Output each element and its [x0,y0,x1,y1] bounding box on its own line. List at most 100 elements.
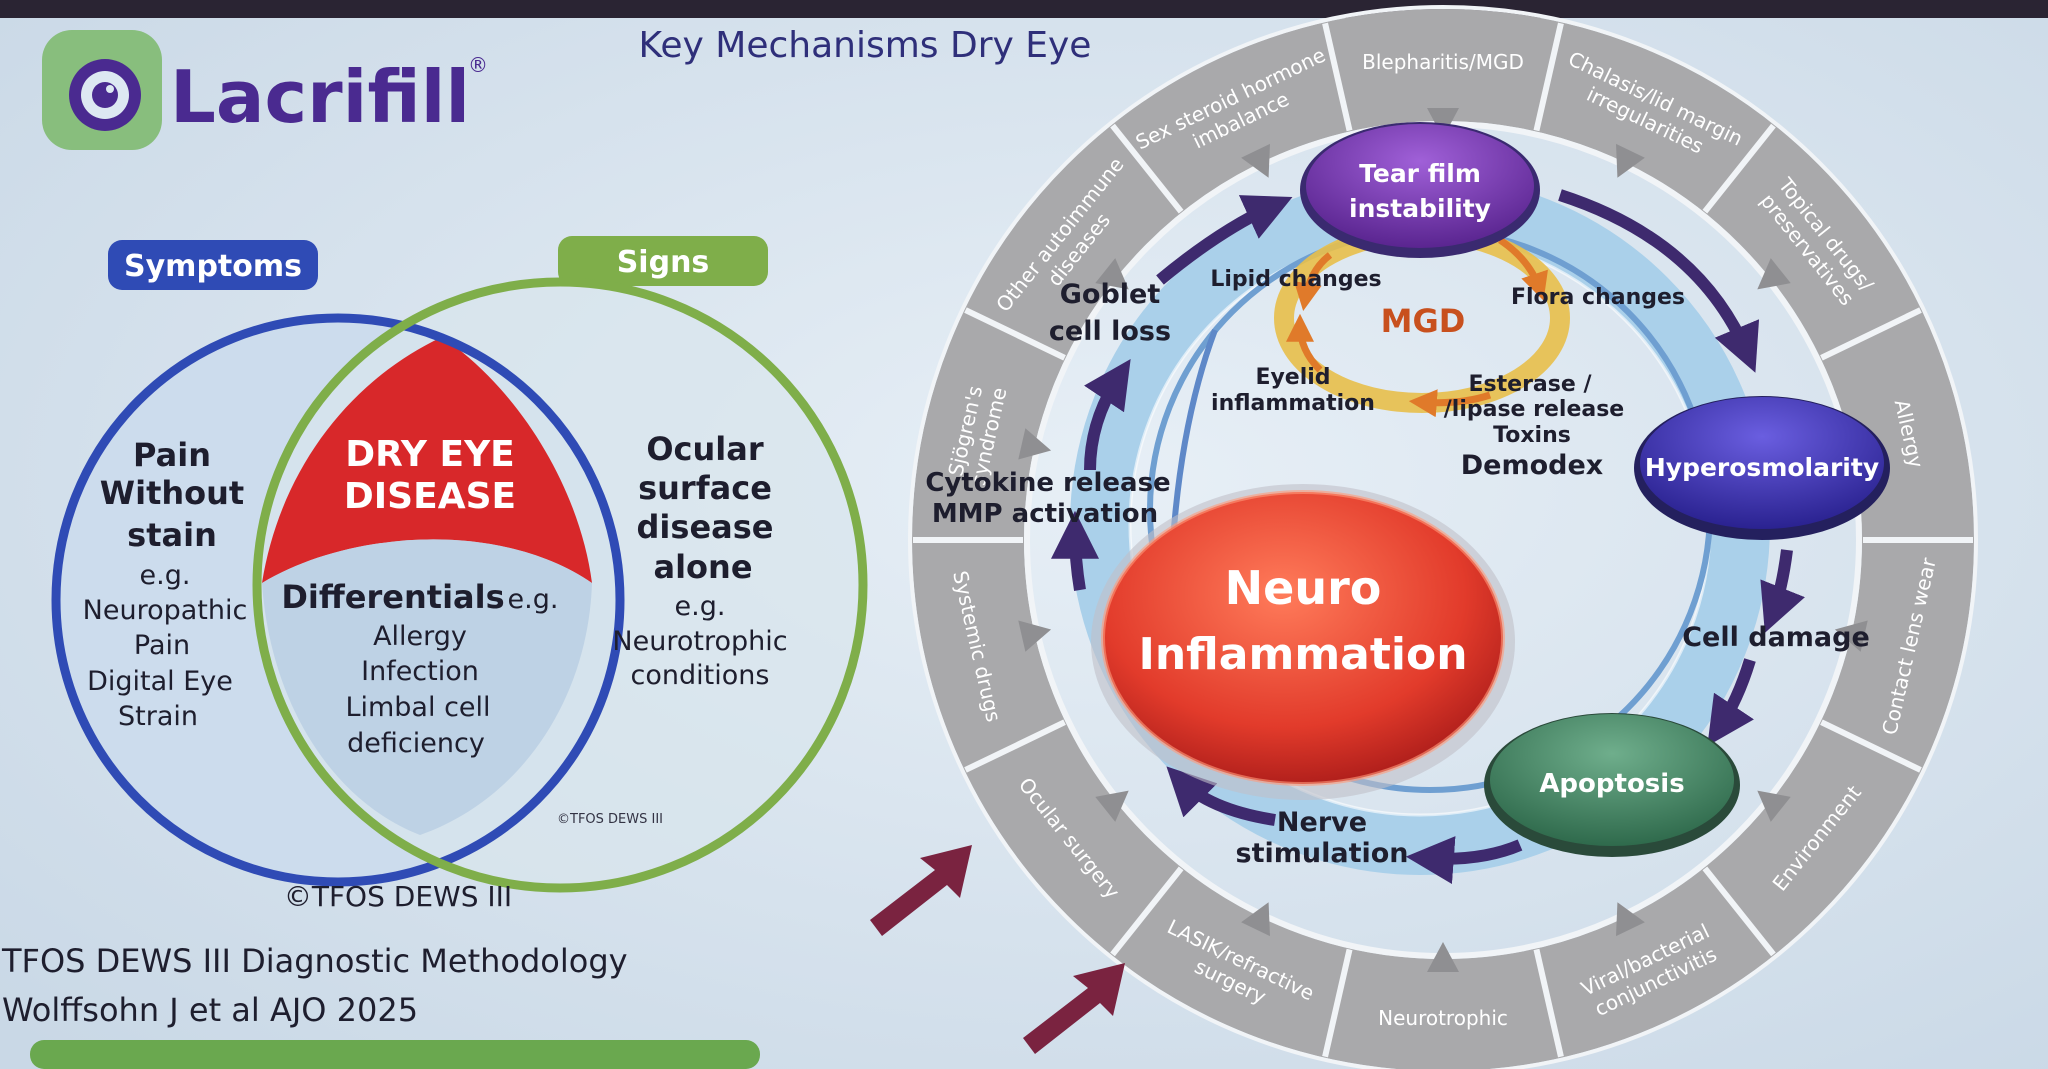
dry-eye-heading-line: DRY EYE [345,434,515,475]
ring-divider [1110,123,1184,214]
ocular-heading-line: disease [637,508,774,546]
arrow-apoptosis-to-nerve [1405,836,1523,885]
signs-circle-outline [252,277,868,893]
signs-example-line: conditions [631,660,770,691]
cycle-arrows [1051,189,1805,885]
dry-eye-heading-line: DISEASE [344,476,516,517]
outer-ring-arrows [1018,108,1868,972]
differential-item: Allergy [373,621,467,652]
outer-ring-dividers [913,22,1973,1058]
eyelid-label-line: Eyelid [1255,365,1330,390]
symptoms-circle-outline [51,313,625,887]
ring-inward-arrow [1427,942,1459,972]
neuro-label-line: Inflammation [1138,629,1467,680]
nerve-label-line: stimulation [1236,838,1409,869]
neuro-inflammation-node: Neuro Inflammation [1091,484,1515,800]
eyelid-label-line: inflammation [1211,391,1375,416]
ring-inward-arrow [1018,620,1052,652]
venn-small-copyright: ©TFOS DEWS III [557,812,663,827]
nerve-label-line: Nerve [1277,807,1367,838]
arrow-tear-to-hyper [1558,189,1760,373]
eye-logo-icon [69,59,141,131]
cycle-step-labels: Goblet cell loss Cell damage Nerve stimu… [925,279,1869,869]
arrow-nerve-to-neuro [1166,766,1276,826]
flora-changes-label: Flora changes [1511,285,1685,310]
ring-divider [1820,719,1922,773]
ring-inward-arrow [1241,143,1270,178]
ring-inward-arrow [1616,902,1645,937]
tear-film-label-line: Tear film [1359,159,1481,188]
ocular-heading-line: alone [653,548,752,586]
pain-heading-line: Pain [133,436,211,474]
differentials-heading: Differentials [281,578,504,616]
ring-divider [1533,948,1564,1058]
signs-tag: Signs [558,236,768,286]
differentials-text: Differentials e.g. Allergy Infection Lim… [281,578,558,759]
logo-registered-mark: ® [468,53,488,77]
symptoms-example-line: Digital Eye [87,666,233,697]
ring-divider [964,719,1066,773]
copyright-line: ©TFOS DEWS III [284,880,512,913]
cytokine-label-line: Cytokine release [925,468,1170,498]
signs-tag-label: Signs [617,245,710,280]
logo-brand-text: Lacrifill [170,55,470,139]
arrow-hyper-to-celldamage [1760,549,1805,633]
arrow-goblet-to-tear [1156,195,1293,285]
apoptosis-node: Apoptosis [1484,713,1740,857]
ring-inward-arrow [1757,258,1791,290]
differentials-region [262,539,592,835]
ring-inward-arrow [1757,790,1791,822]
differential-item: deficiency [347,728,485,759]
apoptosis-label: Apoptosis [1539,769,1684,799]
cell-damage-label: Cell damage [1682,622,1870,653]
dry-eye-disease-region [262,337,592,583]
ring-divider [964,307,1066,361]
ring-inward-arrow [1427,108,1459,138]
symptoms-example-line: e.g. [140,560,191,591]
mgd-ring-arrows [1286,237,1548,418]
outer-ring-outer-edge [908,5,1978,1069]
symptoms-example-line: Neuropathic [83,595,248,626]
pain-heading-line: stain [127,516,217,554]
pointer-arrows [870,845,1125,1054]
pain-heading-line: Without [100,474,244,512]
lipid-changes-label: Lipid changes [1210,267,1381,292]
ring-inward-arrow [1095,258,1129,290]
symptoms-only-text: Pain Without stain e.g. Neuropathic Pain… [83,436,248,732]
ring-label: Neurotrophic [1378,1006,1508,1030]
symptoms-example-line: Pain [134,630,190,661]
bottom-green-bar [30,1040,760,1069]
differential-item: Limbal cell [345,692,490,723]
ring-inward-arrow [1018,428,1052,460]
ring-label-line: Neurotrophic [1378,1006,1508,1030]
ring-label: Blepharitis/MGD [1362,50,1524,74]
esterase-label-line: Toxins [1493,423,1571,448]
goblet-label-line: Goblet [1060,279,1161,310]
signs-example-line: Neurotrophic [612,626,787,657]
cytokine-label-line: MMP activation [932,499,1158,529]
venn-diagram: Symptoms Signs Pain Without stain e.g. N… [51,236,868,893]
goblet-label-line: cell loss [1049,316,1171,347]
ring-divider [1702,123,1776,214]
arrow-neuro-to-cytokine [1051,510,1100,591]
ocular-heading-line: Ocular [646,430,764,468]
demodex-label: Demodex [1461,450,1603,481]
ring-inward-arrow [1241,902,1270,937]
esterase-label-line: Esterase / [1469,372,1593,397]
ring-inward-arrow [1095,790,1129,822]
esterase-label-line: /lipase release [1444,397,1624,422]
ocular-heading-line: surface [638,469,772,507]
ring-divider [1702,866,1776,957]
arrow-celldamage-to-apoptosis [1707,658,1756,746]
ring-inward-arrow [1834,620,1868,652]
tear-film-node: Tear film instability [1300,122,1540,258]
ring-divider [1533,22,1564,132]
symptoms-tag: Symptoms [108,240,318,290]
ring-divider [1820,307,1922,361]
tear-film-label-line: instability [1349,194,1491,223]
citation-line: Wolffsohn J et al AJO 2025 [2,991,418,1029]
differential-item: Infection [361,656,479,687]
neuro-label-line: Neuro [1225,561,1382,615]
signs-example-line: e.g. [675,591,726,622]
symptoms-example-line: Strain [118,701,198,732]
